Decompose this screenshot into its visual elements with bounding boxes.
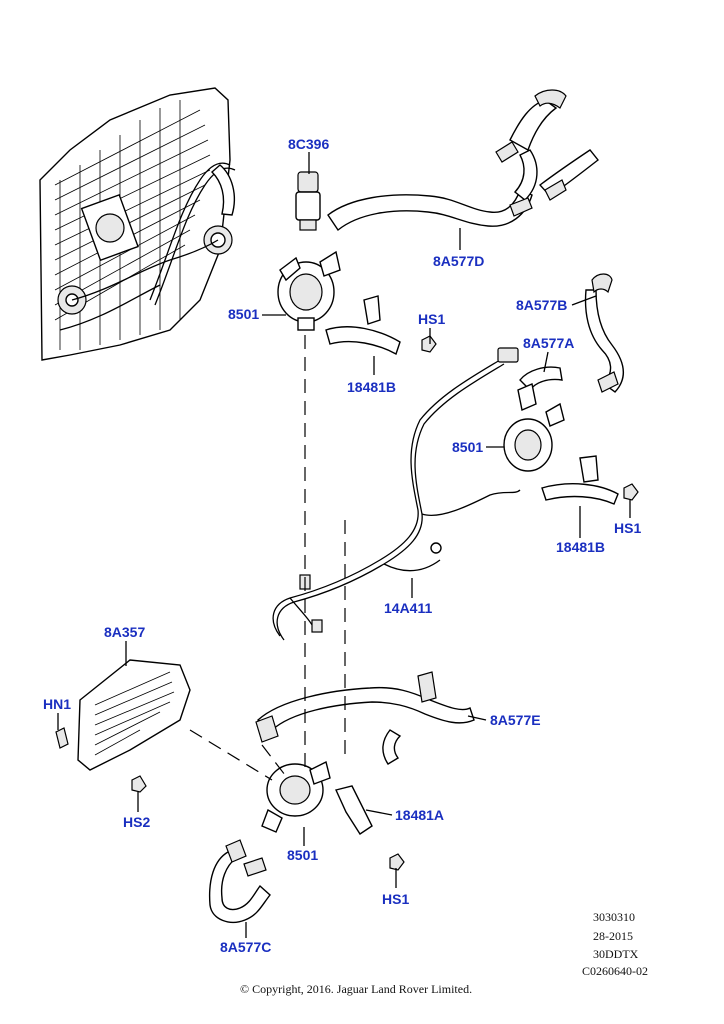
metadata-line-4: C0260640-02 [582,964,648,978]
callout-14a411: 14A411 [384,600,432,616]
callout-8c396: 8C396 [288,136,329,152]
callout-hs1-mid: HS1 [614,520,641,536]
callout-8a577e: 8A577E [490,712,541,728]
callout-hn1: HN1 [43,696,71,712]
callout-8a577a: 8A577A [523,335,574,351]
callout-labels: 8C396 8A577D 8501 HS1 18481B 8A577B 8A57… [43,136,641,955]
callout-8a577d: 8A577D [433,253,484,269]
metadata-line-3: 30DDTX [593,947,639,961]
metadata-line-2: 28-2015 [593,929,633,943]
callout-18481a: 18481A [395,807,444,823]
callout-8501-top: 8501 [228,306,259,322]
metadata-line-1: 3030310 [593,910,635,924]
engine-bay-overview-illustration [39,87,236,361]
callout-8a577b: 8A577B [516,297,567,313]
callout-8501-bottom: 8501 [287,847,318,863]
callout-18481b-mid: 18481B [556,539,605,555]
callout-18481b-top: 18481B [347,379,396,395]
callout-hs1-top: HS1 [418,311,445,327]
callout-8a357: 8A357 [104,624,145,640]
middle-assembly-illustration [272,273,639,641]
callout-hs1-bottom: HS1 [382,891,409,907]
bottom-assembly-illustration [55,659,475,923]
assembly-dashed-lines [189,335,346,781]
leader-lines [57,152,631,938]
callout-8a577c: 8A577C [220,939,271,955]
copyright-notice: © Copyright, 2016. Jaguar Land Rover Lim… [240,982,472,996]
callout-8501-mid: 8501 [452,439,483,455]
top-assembly-illustration [277,89,599,356]
callout-hs2: HS2 [123,814,150,830]
illustration-metadata: 3030310 28-2015 30DDTX C0260640-02 [582,910,648,978]
